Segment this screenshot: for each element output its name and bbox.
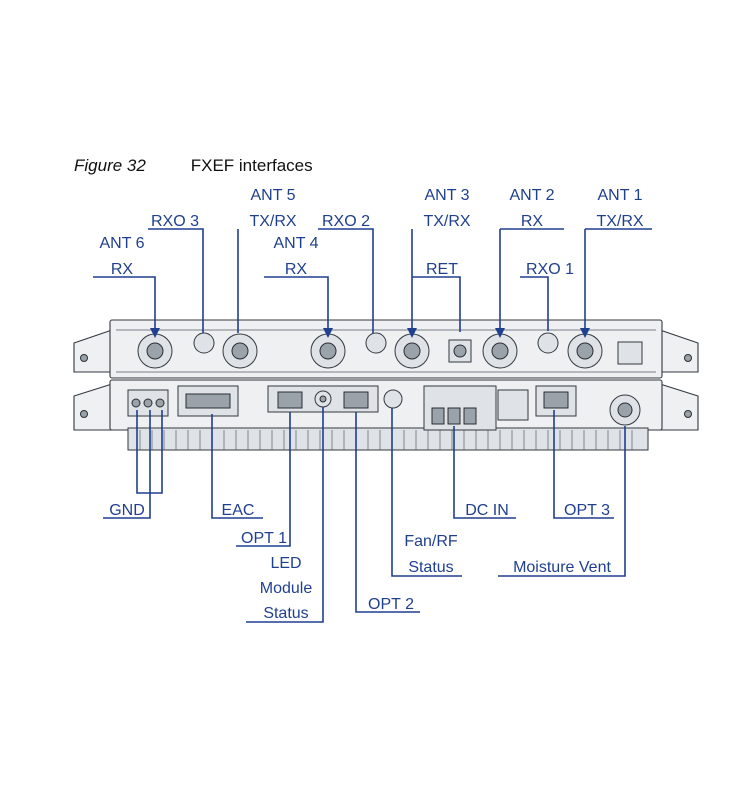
rxo3-port (193, 332, 215, 354)
fan-rf-status (383, 389, 403, 409)
heat-sink-fins (127, 427, 649, 451)
fan-leader (391, 408, 462, 577)
bracket-hole (684, 354, 692, 362)
ant2-label-1: ANT 2 (509, 187, 554, 204)
ant4-label-1: ANT 4 (273, 235, 318, 252)
opt3-label: OPT 3 (564, 502, 610, 519)
ant6-connector (137, 333, 173, 369)
fan-label-1: Fan/RF (404, 533, 458, 550)
top-callout-labels: ANT 6 RX RXO 3 ANT 5 TX/RX ANT 4 RX RXO … (99, 187, 643, 278)
eac-connector-slot (185, 393, 231, 409)
ant3-connector (394, 333, 430, 369)
opt3-port (543, 391, 569, 409)
ant1-label-2: TX/RX (596, 213, 643, 230)
eac-label: EAC (222, 502, 255, 519)
ant3-label-2: TX/RX (423, 213, 470, 230)
ret-leader (412, 276, 461, 332)
figure-title: FXEF interfaces (190, 156, 313, 175)
opt1-label: OPT 1 (241, 530, 287, 547)
rxo2-leader (318, 228, 374, 333)
opt2-leader (355, 412, 420, 613)
led-label-3: Status (263, 605, 308, 622)
ant6-leader (93, 276, 156, 328)
opt2-port (343, 391, 369, 409)
ant2-connector (482, 333, 518, 369)
opt3-leader (553, 410, 614, 519)
bracket-hole (80, 354, 88, 362)
right-bottom-bracket (659, 383, 699, 431)
ant4-leader (264, 276, 329, 328)
ant4-connector (310, 333, 346, 369)
rxo3-leader (148, 228, 204, 333)
dcin-label: DC IN (465, 502, 509, 519)
right-top-bracket (659, 329, 699, 373)
rxo1-leader (520, 276, 549, 331)
ant6-label-2: RX (111, 261, 134, 278)
callout-lines (93, 228, 652, 623)
ant5-label-2: TX/RX (249, 213, 296, 230)
figure-number: Figure 32 (74, 156, 146, 175)
ant6-label-1: ANT 6 (99, 235, 144, 252)
vent-label: Moisture Vent (513, 559, 611, 576)
left-bottom-bracket (73, 383, 113, 431)
ant3-label-1: ANT 3 (424, 187, 469, 204)
bottom-callout-labels: GND EAC OPT 1 LED Module Status OPT 2 Fa… (109, 502, 611, 622)
ant1-label-1: ANT 1 (597, 187, 642, 204)
opt1-leader (236, 412, 291, 547)
ant4-label-2: RX (285, 261, 308, 278)
ret-label: RET (426, 261, 458, 278)
ret-connector-pin (453, 344, 467, 358)
rf-aux-block (617, 341, 643, 365)
rxo1-port (537, 332, 559, 354)
rxo1-label: RXO 1 (526, 261, 574, 278)
rxo2-port (365, 332, 387, 354)
opt2-label: OPT 2 (368, 596, 414, 613)
rxo2-label: RXO 2 (322, 213, 370, 230)
ant2-label-2: RX (521, 213, 544, 230)
dc-in-label-plate (497, 389, 529, 421)
left-top-bracket (73, 329, 113, 373)
ant5-connector (222, 333, 258, 369)
gnd-label: GND (109, 502, 145, 519)
fan-label-2: Status (408, 559, 453, 576)
bracket-hole (80, 410, 88, 418)
fxef-module-drawing (73, 319, 699, 451)
gnd-leader (103, 410, 163, 519)
led-leader (246, 407, 324, 623)
dcin-leader (453, 426, 516, 519)
opt1-port (277, 391, 303, 409)
vent-leader (498, 426, 626, 577)
bracket-hole (684, 410, 692, 418)
led-label-1: LED (270, 555, 301, 572)
ant5-label-1: ANT 5 (250, 187, 295, 204)
figure-caption: Figure 32 FXEF interfaces (74, 156, 313, 176)
rxo3-label: RXO 3 (151, 213, 199, 230)
led-label-2: Module (260, 580, 313, 597)
ant1-connector (567, 333, 603, 369)
eac-leader (211, 414, 263, 519)
